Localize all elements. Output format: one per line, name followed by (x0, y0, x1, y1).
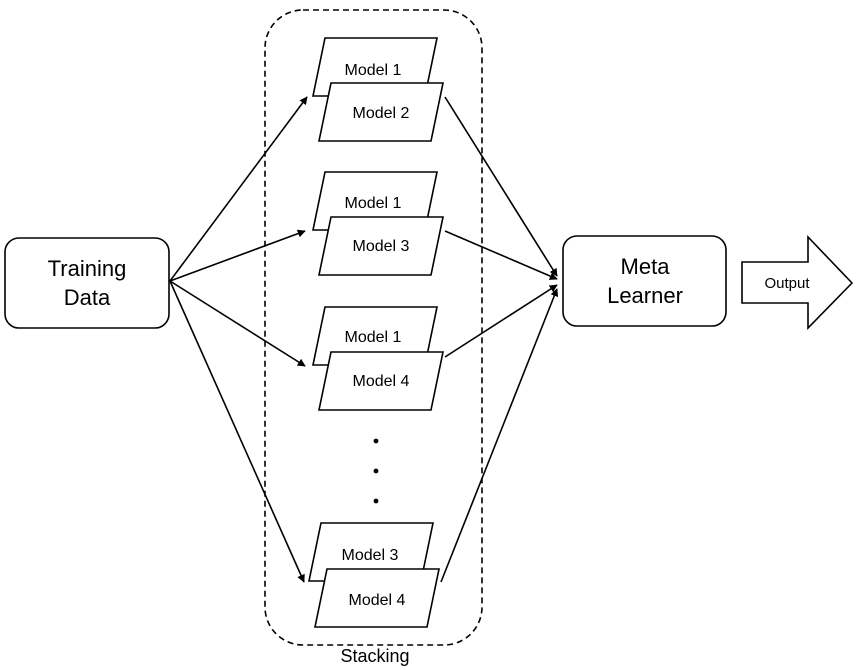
arrow-from-model-pair-1 (444, 96, 558, 277)
output-arrows (440, 96, 559, 583)
meta-learner-line2: Learner (607, 283, 683, 308)
arrow-to-model-pair-2 (169, 229, 306, 282)
model-pair-4-front-label: Model 4 (349, 592, 406, 609)
model-pair-2-back-label: Model 1 (345, 195, 402, 212)
arrow-to-model-pair-3 (169, 280, 306, 367)
output-label: Output (764, 275, 810, 292)
ellipsis-dot-3 (373, 498, 379, 504)
arrow-to-model-pair-4 (169, 280, 305, 583)
model-pair-2: Model 1 Model 3 (312, 171, 444, 276)
model-pair-2-front (318, 216, 444, 276)
ellipsis-dot-1 (373, 438, 379, 444)
ellipsis-dots (373, 438, 379, 504)
model-pair-1-front (318, 82, 444, 142)
training-data-line2: Data (64, 285, 111, 310)
model-pair-4: Model 3 Model 4 (308, 522, 440, 628)
model-pair-3-front-label: Model 4 (353, 373, 410, 390)
training-data-box: Training Data (4, 237, 170, 329)
model-pair-1-front-label: Model 2 (353, 105, 410, 122)
model-pair-2-front-label: Model 3 (353, 238, 410, 255)
stacking-group (264, 9, 483, 646)
model-pair-3: Model 1 Model 4 (312, 306, 444, 411)
arrow-from-model-pair-3 (444, 284, 558, 358)
model-pair-1: Model 1 Model 2 (312, 37, 444, 142)
model-pair-4-front (314, 568, 440, 628)
input-arrows (169, 96, 308, 583)
ellipsis-dot-2 (373, 468, 379, 474)
model-pair-4-back-label: Model 3 (342, 547, 399, 564)
arrow-to-model-pair-1 (169, 96, 308, 282)
model-pair-3-front (318, 351, 444, 411)
output-arrow-shape (741, 235, 854, 330)
stacking-label: Stacking (340, 646, 409, 666)
output-arrow: Output (741, 235, 854, 330)
training-data-line1: Training (48, 256, 127, 281)
arrow-from-model-pair-2 (444, 230, 558, 280)
arrow-from-model-pair-4 (440, 288, 559, 583)
meta-learner-line1: Meta (621, 254, 671, 279)
model-pair-1-back-label: Model 1 (345, 62, 402, 79)
meta-learner-box: Meta Learner (562, 235, 727, 327)
model-pair-3-back-label: Model 1 (345, 329, 402, 346)
